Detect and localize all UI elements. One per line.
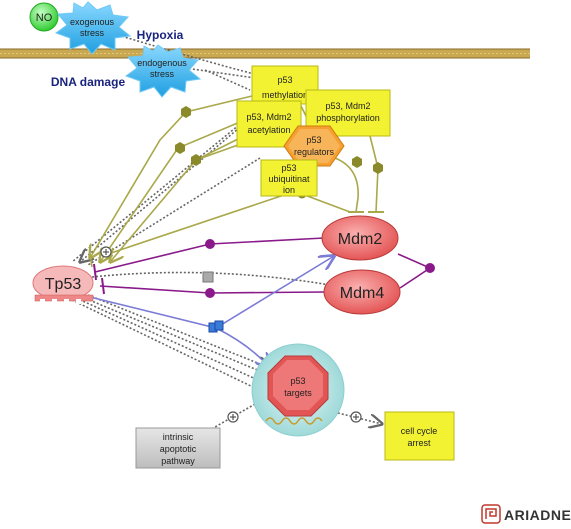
p53-targets-line2: targets (284, 388, 312, 398)
exogenous-stress-line2: stress (80, 28, 105, 38)
intrinsic-apoptotic-pathway-node[interactable]: intrinsic apoptotic pathway (135, 427, 221, 469)
p53-targets-line1: p53 (290, 376, 305, 386)
p53-ubiquitination-node[interactable]: p53 ubiquitinat ion (260, 159, 318, 197)
apoptotic-line2: apoptotic (160, 444, 197, 454)
dotted-edges (71, 34, 382, 431)
no-label: NO (36, 12, 53, 24)
ubiquitination-line2: ubiquitinat (268, 174, 310, 184)
purple-inhibition-bars (93, 263, 105, 295)
exogenous-stress-node[interactable]: exogenous stress (54, 1, 132, 55)
ariadne-logo-icon (481, 504, 501, 524)
no-node[interactable]: NO (29, 2, 59, 32)
endogenous-stress-line1: endogenous (137, 58, 187, 68)
acetylation-line2: acetylation (247, 125, 290, 135)
p53-targets-node[interactable]: p53 targets (251, 343, 345, 437)
endogenous-stress-line2: stress (150, 69, 175, 79)
cell-cycle-arrest-node[interactable]: cell cycle arrest (384, 411, 455, 461)
mdm2-node[interactable]: Mdm2 (321, 215, 399, 261)
tp53-label: Tp53 (45, 276, 82, 293)
ariadne-logo-text: ARIADNE (504, 507, 571, 523)
endogenous-stress-node[interactable]: endogenous stress (124, 44, 202, 98)
ariadne-logo: ARIADNE (481, 504, 571, 524)
regulators-line2: regulators (294, 147, 335, 157)
p53-methylation-line1: p53 (277, 75, 292, 85)
phosphorylation-line2: phosphorylation (316, 113, 380, 123)
phosphorylation-line1: p53, Mdm2 (325, 101, 370, 111)
dna-damage-label: DNA damage (51, 75, 126, 89)
apoptotic-line1: intrinsic (163, 432, 194, 442)
p53-regulators-node[interactable]: p53 regulators (283, 125, 345, 167)
cell-membrane (0, 48, 530, 59)
tp53-node[interactable]: Tp53 (32, 265, 94, 304)
cell-cycle-arrest-line2: arrest (407, 438, 431, 448)
mdm4-node[interactable]: Mdm4 (323, 269, 401, 315)
edge-knots (100, 106, 435, 423)
hypoxia-label: Hypoxia (137, 28, 184, 42)
ubiquitination-line3: ion (283, 185, 295, 195)
apoptotic-line3: pathway (161, 456, 195, 466)
p53-methylation-node[interactable]: p53 methylation (251, 65, 319, 105)
exogenous-stress-line1: exogenous (70, 17, 115, 27)
cell-cycle-arrest-line1: cell cycle (401, 426, 438, 436)
p53-methylation-line2: methylation (262, 90, 308, 100)
acetylation-line1: p53, Mdm2 (246, 112, 291, 122)
regulators-line1: p53 (306, 135, 321, 145)
mdm2-label: Mdm2 (338, 231, 383, 248)
ubiquitination-line1: p53 (281, 163, 296, 173)
mdm4-label: Mdm4 (340, 285, 385, 302)
